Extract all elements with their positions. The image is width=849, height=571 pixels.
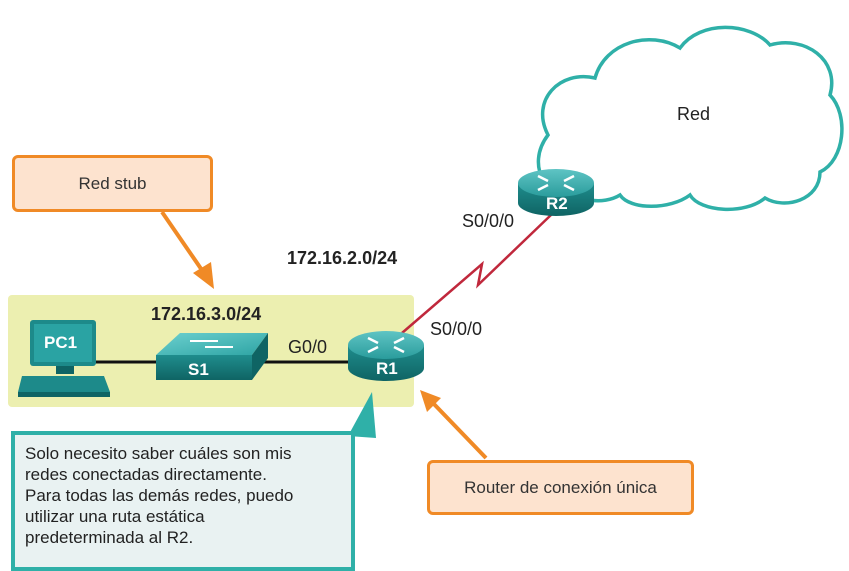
cloud-label: Red [677, 104, 711, 124]
stub-arrow-line [160, 210, 208, 278]
router-callout: Router de conexión única [427, 460, 694, 515]
r1-label: R1 [376, 359, 398, 378]
switch-arrows-icon [190, 340, 233, 348]
wan-network-label: 172.16.2.0/24 [287, 248, 398, 268]
note-line: redes conectadas directamente. [25, 465, 267, 484]
stub-network-callout: Red stub [12, 155, 213, 212]
router-r2[interactable] [518, 169, 594, 216]
pc1-label: PC1 [44, 333, 78, 352]
router-r1-arrows-icon [367, 336, 405, 354]
note-line: Solo necesito saber cuáles son mis [25, 444, 292, 463]
switch-s1[interactable] [156, 333, 268, 380]
stub-arrow-head [193, 262, 214, 289]
stub-network-callout-text: Red stub [78, 173, 147, 193]
note-line: utilizar una ruta estática [25, 507, 205, 526]
r1-speech-note: Solo necesito saber cuáles son mis redes… [11, 431, 355, 571]
router-r1[interactable] [348, 331, 424, 381]
pc1-computer[interactable] [18, 320, 110, 397]
router-callout-text: Router de conexión única [464, 477, 657, 497]
router-r2-arrows-icon [537, 174, 575, 192]
note-pointer [348, 392, 376, 438]
note-line: Para todas las demás redes, puedo [25, 486, 294, 505]
r1-gig-interface-label: G0/0 [288, 337, 328, 357]
s1-label: S1 [188, 360, 209, 379]
r2-interface-label: S0/0/0 [462, 211, 515, 231]
lan-network-label: 172.16.3.0/24 [151, 304, 262, 324]
r1-serial-interface-label: S0/0/0 [430, 319, 483, 339]
router-arrow-line [430, 400, 488, 460]
router-arrow-head [420, 390, 441, 412]
cloud-shape [536, 25, 844, 211]
serial-link-r1-r2 [401, 213, 553, 334]
r2-label: R2 [546, 194, 568, 213]
note-line: predeterminada al R2. [25, 528, 194, 547]
